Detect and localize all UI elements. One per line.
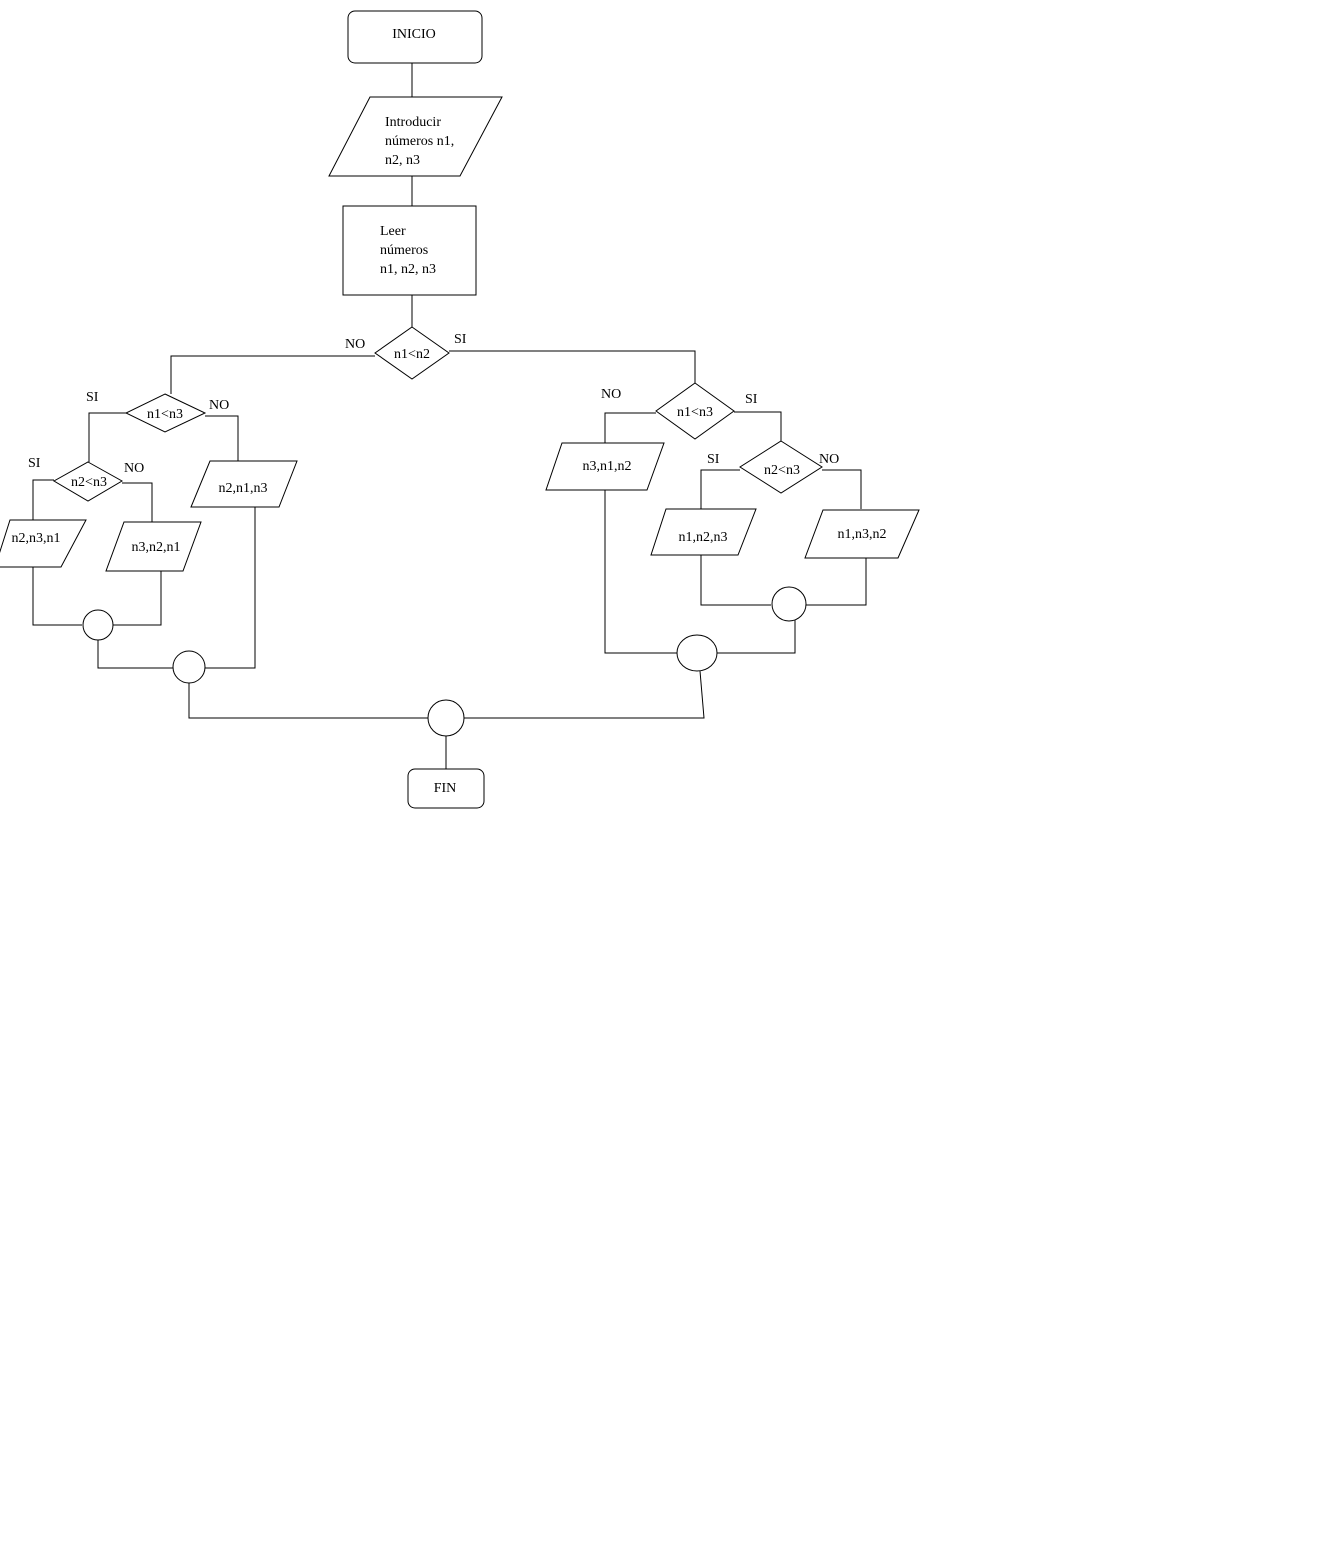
decision-left-n1n3-label: n1<n3 <box>147 407 183 422</box>
start-terminal: INICIO <box>347 10 483 64</box>
output-n3n1n2-label: n3,n1,n2 <box>583 459 632 474</box>
output-n2n3n1: n2,n3,n1 <box>0 519 87 568</box>
decision-right-n1n3-label: n1<n3 <box>677 405 713 420</box>
end-label: FIN <box>434 781 457 796</box>
output-n3n2n1: n3,n2,n1 <box>105 521 202 572</box>
input-line-3: n2, n3 <box>385 153 420 168</box>
output-n1n3n2: n1,n3,n2 <box>804 509 920 559</box>
label-left-n2n3-si: SI <box>28 456 41 471</box>
label-main-no: NO <box>345 337 365 352</box>
end-terminal: FIN <box>407 768 485 809</box>
read-line-2: números <box>380 243 428 258</box>
decision-main-label: n1<n2 <box>394 347 430 362</box>
label-left-n1n3-no: NO <box>209 398 229 413</box>
output-n3n2n1-label: n3,n2,n1 <box>132 540 181 555</box>
decision-main: n1<n2 <box>374 326 450 380</box>
output-n2n3n1-label: n2,n3,n1 <box>12 531 61 546</box>
read-process-box: Leer números n1, n2, n3 <box>342 205 477 296</box>
read-line-1: Leer <box>380 224 406 239</box>
output-n3n1n2: n3,n1,n2 <box>545 442 665 491</box>
label-right-n1n3-si: SI <box>745 392 758 407</box>
output-n1n2n3-label: n1,n2,n3 <box>679 530 728 545</box>
merge-connector-right-outer <box>676 634 718 672</box>
decision-left-n2n3: n2<n3 <box>52 461 124 502</box>
merge-connector-right-inner <box>771 586 807 622</box>
decision-left-n1n3: n1<n3 <box>124 393 207 433</box>
label-left-n1n3-si: SI <box>86 390 99 405</box>
label-main-si: SI <box>454 332 467 347</box>
merge-connector-left-inner <box>82 609 114 641</box>
decision-right-n2n3: n2<n3 <box>739 440 823 494</box>
decision-left-n2n3-label: n2<n3 <box>71 475 107 490</box>
merge-connector-left-outer <box>172 650 206 684</box>
label-right-n2n3-si: SI <box>707 452 720 467</box>
decision-right-n2n3-label: n2<n3 <box>764 463 800 478</box>
label-right-n1n3-no: NO <box>601 387 621 402</box>
merge-connector-final <box>427 699 465 737</box>
label-right-n2n3-no: NO <box>819 452 839 467</box>
input-line-1: Introducir <box>385 115 441 130</box>
label-left-n2n3-no: NO <box>124 461 144 476</box>
output-n1n2n3: n1,n2,n3 <box>650 508 757 556</box>
output-n2n1n3: n2,n1,n3 <box>190 460 298 508</box>
output-n2n1n3-label: n2,n1,n3 <box>219 481 268 496</box>
connectors <box>32 63 867 769</box>
decision-right-n1n3: n1<n3 <box>655 382 735 440</box>
start-label: INICIO <box>392 27 436 42</box>
input-line-2: números n1, <box>385 134 454 149</box>
input-parallelogram: Introducir números n1, n2, n3 <box>328 96 503 177</box>
read-line-3: n1, n2, n3 <box>380 262 436 277</box>
output-n1n3n2-label: n1,n3,n2 <box>838 527 887 542</box>
